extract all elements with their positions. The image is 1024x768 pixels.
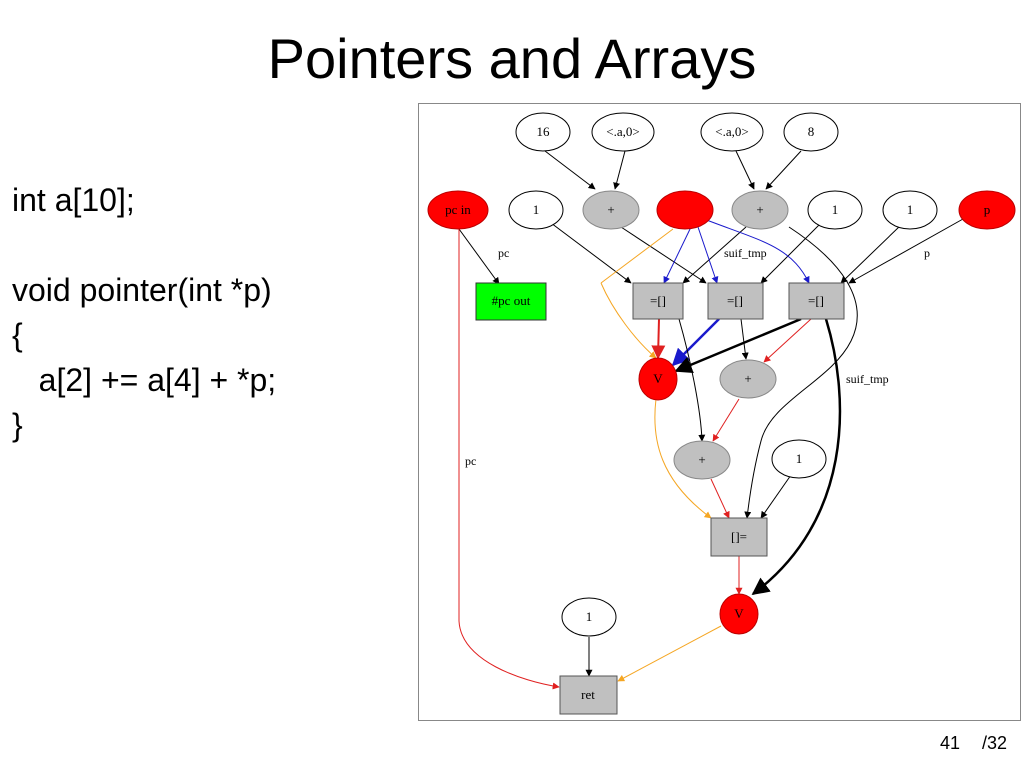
- node-label: =[]: [808, 293, 824, 308]
- edge: [760, 222, 822, 284]
- node-1: 1: [508, 190, 564, 230]
- node-16: 16: [515, 112, 571, 152]
- node-plus: +: [719, 359, 777, 399]
- node-store: []=: [710, 517, 768, 557]
- edge: [458, 228, 500, 285]
- edge: [763, 318, 812, 363]
- node-label: +: [607, 202, 614, 217]
- edge: [740, 318, 749, 360]
- node-label: 16: [537, 124, 551, 139]
- edge: [765, 150, 802, 190]
- node-1: 1: [807, 190, 863, 230]
- edge: [735, 150, 755, 190]
- node-label: <.a,0>: [606, 124, 639, 139]
- edge-label-pc: pc: [498, 246, 509, 260]
- edge: [600, 282, 657, 359]
- code-line: int a[10];: [12, 182, 135, 218]
- node-label: #pc out: [492, 293, 531, 308]
- node-label: +: [698, 452, 705, 467]
- edge: [710, 478, 730, 519]
- node-label: pc in: [445, 202, 471, 217]
- node-1: 1: [882, 190, 938, 230]
- node-label: 1: [832, 202, 839, 217]
- code-line: {: [12, 317, 23, 353]
- node-label: +: [756, 202, 763, 217]
- node-label: V: [734, 606, 744, 621]
- edge: [663, 226, 692, 284]
- edge: [544, 150, 596, 190]
- node-p: p: [958, 190, 1016, 230]
- edge-label-suif-tmp: suif_tmp: [846, 372, 889, 386]
- edge: [600, 228, 674, 284]
- edge: [678, 318, 706, 442]
- edge: [651, 318, 666, 360]
- edge: [848, 218, 964, 284]
- edge: [840, 224, 902, 284]
- node-pc-out: #pc out: [475, 282, 547, 321]
- node-v: V: [638, 357, 678, 401]
- edge: [682, 226, 747, 284]
- code-line: [12, 223, 276, 268]
- edge: [697, 226, 719, 284]
- node-label: V: [653, 371, 663, 386]
- node-label: 1: [533, 202, 540, 217]
- dataflow-graph-svg: pc suif_tmp p suif_tmp pc 16 <.a,0> <.a,…: [427, 112, 1016, 715]
- page-total: /32: [982, 733, 1008, 753]
- node-a0-right: <.a,0>: [700, 112, 764, 152]
- node-a0-left: <.a,0>: [591, 112, 655, 152]
- edge: [654, 398, 712, 519]
- node-load: =[]: [788, 282, 845, 320]
- node-label: []=: [731, 529, 747, 544]
- edge-label-pc: pc: [465, 454, 476, 468]
- dataflow-graph: pc suif_tmp p suif_tmp pc 16 <.a,0> <.a,…: [418, 103, 1021, 721]
- edge: [674, 317, 802, 374]
- slide-title: Pointers and Arrays: [267, 27, 757, 90]
- node-label: 1: [586, 609, 593, 624]
- edge: [671, 318, 720, 367]
- page-number: 41: [940, 733, 961, 753]
- node-label: <.a,0>: [715, 124, 748, 139]
- node-label: 1: [796, 451, 803, 466]
- node-label: 8: [808, 124, 815, 139]
- node-plus: +: [582, 190, 640, 230]
- code-line: }: [12, 407, 23, 443]
- edge: [550, 222, 632, 284]
- edge: [703, 218, 810, 284]
- edge: [760, 474, 792, 519]
- node-label: =[]: [727, 293, 743, 308]
- edge: [458, 229, 560, 690]
- node-plus: +: [731, 190, 789, 230]
- node-8: 8: [783, 112, 839, 152]
- edge: [712, 398, 740, 442]
- edge: [613, 150, 626, 190]
- node-pc-in: pc in: [427, 190, 489, 230]
- code-line: a[2] += a[4] + *p;: [12, 362, 277, 398]
- node-label: p: [984, 202, 991, 217]
- node-label: ret: [581, 687, 595, 702]
- node-v: V: [719, 593, 759, 635]
- node-label: =[]: [650, 293, 666, 308]
- node-red: [656, 190, 714, 230]
- node-load: =[]: [707, 282, 764, 320]
- edge: [751, 318, 842, 596]
- edge: [744, 226, 858, 519]
- edge: [617, 625, 722, 682]
- edge: [620, 226, 707, 284]
- code-line: void pointer(int *p): [12, 272, 272, 308]
- node-label: 1: [907, 202, 914, 217]
- node-1: 1: [561, 597, 617, 637]
- code-block: int a[10]; void pointer(int *p) { a[2] +…: [12, 178, 276, 448]
- node-ret: ret: [559, 675, 618, 715]
- node-plus: +: [673, 440, 731, 480]
- node-label: +: [744, 371, 751, 386]
- edge-label-suif-tmp: suif_tmp: [724, 246, 767, 260]
- node-1: 1: [771, 439, 827, 479]
- node-load: =[]: [632, 282, 684, 320]
- edge-label-p: p: [924, 246, 930, 260]
